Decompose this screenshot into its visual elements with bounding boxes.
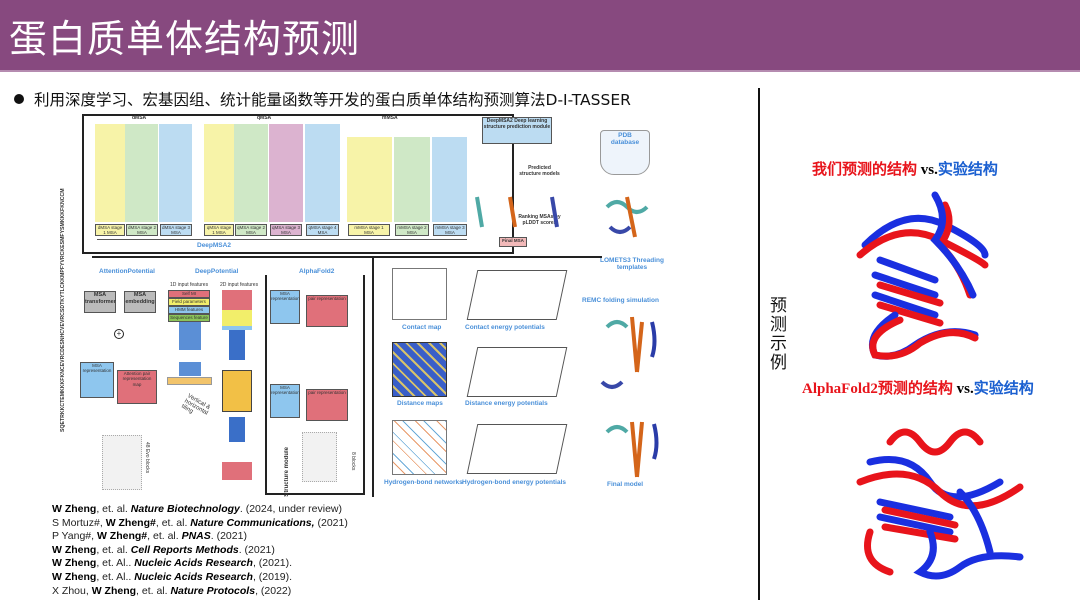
pdb-label: PDB database — [610, 132, 640, 146]
deepmsa2-label: DeepMSA2 — [197, 242, 231, 249]
hbond-energy-label: Hydrogen-bond energy potentials — [462, 479, 567, 486]
bullet-dot-icon — [14, 94, 24, 104]
lomets3-label: LOMETS3 Threading templates — [600, 257, 664, 271]
msa-transformer-box: MSA transformer — [84, 291, 116, 313]
attention-potential-title: AttentionPotential — [99, 268, 155, 275]
af2-pair-representation-2: pair representation — [306, 389, 348, 421]
distance-maps-label: Distance maps — [397, 400, 443, 407]
references-list: W Zheng, et. al. Nature Biotechnology. (… — [52, 503, 348, 598]
stage-box: qMSA stage 1 MSA — [204, 224, 234, 236]
alphafold2-title: AlphaFold2 — [299, 268, 335, 275]
hbond-networks-label: Hydrogen-bond networks — [384, 479, 463, 486]
deepmsa2-frame — [82, 114, 514, 254]
final-msa-box: Final MSA — [499, 237, 527, 247]
af2-msa-representation-2: MSA representation — [270, 384, 300, 418]
alphafold2-vs-experimental-caption: AlphaFold2预测的结构 vs.实验结构 — [802, 381, 1034, 397]
af2-pair-representation: pair representation — [306, 295, 348, 327]
reference-item: W Zheng, et. Al.. Nucleic Acids Research… — [52, 570, 293, 583]
feature-field: Field parameters — [168, 298, 210, 306]
evoformer-blocks — [102, 435, 142, 490]
dmsa-label: dMSA — [132, 115, 147, 121]
evo-blocks-label: 48 Evo blocks — [144, 442, 150, 474]
our-prediction-structure-image — [856, 191, 989, 360]
final-model-label: Final model — [607, 481, 644, 488]
ranking-text: Ranking MSAs by pLDDT scores — [518, 214, 561, 226]
dl-module-box: DeepMSA2 Deep learning structure predict… — [482, 117, 552, 144]
blocks8-label: 8 blocks — [350, 452, 356, 471]
slide-header: 蛋白质单体结构预测 — [0, 0, 1080, 72]
af2-msa-representation: MSA representation — [270, 290, 300, 324]
pdb-database-icon — [600, 130, 650, 175]
qmsa-label: qMSA — [257, 115, 272, 121]
feature-hmm: HMM features — [168, 306, 210, 314]
distance-energy-label: Distance energy potentials — [465, 400, 548, 407]
stage-box: mMSA stage 2 MSA — [395, 224, 429, 236]
reference-item: P Yang#, W Zheng#, et. al. PNAS. (2021) — [52, 530, 247, 543]
stage-box: qMSA stage 3 MSA — [270, 224, 302, 236]
reference-item: W Zheng, et. al. Cell Reports Methods. (… — [52, 543, 275, 556]
bullet-text: 利用深度学习、宏基因组、统计能量函数等开发的蛋白质单体结构预测算法D-I-TAS… — [34, 91, 631, 109]
contact-map-label: Contact map — [402, 324, 442, 331]
deep-potential-title: DeepPotential — [195, 268, 239, 275]
stage-box: mMSA stage 1 MSA — [348, 224, 390, 236]
hbond-map-image — [392, 420, 447, 475]
msa-embedding-box: MSA embedding — [124, 291, 156, 313]
our-vs-experimental-caption: 我们预测的结构 vs.实验结构 — [812, 162, 998, 178]
stage-box: qMSA stage 4 MSA — [306, 224, 339, 236]
slide-title: 蛋白质单体结构预测 — [9, 17, 361, 61]
predicted-models-text: Predicted structure models — [519, 165, 560, 177]
msa-representation-box: MSA representation — [80, 362, 114, 398]
vertical-divider — [758, 88, 760, 600]
bullet-point: 利用深度学习、宏基因组、统计能量函数等开发的蛋白质单体结构预测算法D-I-TAS… — [14, 88, 631, 110]
mmsa-label: mMSA — [382, 115, 398, 121]
stage-box: mMSA stage 3 MSA — [433, 224, 467, 236]
input-2d-label: 2D input features — [220, 282, 259, 288]
contact-energy-label: Contact energy potentials — [465, 324, 545, 331]
stage-box: dMSA stage 1 MSA — [95, 224, 125, 236]
stage-box: dMSA stage 2 MSA — [126, 224, 158, 236]
contact-map-image — [392, 268, 447, 320]
examples-label: 预测示例 — [766, 296, 786, 372]
reference-item: W Zheng, et. Al.. Nucleic Acids Research… — [52, 557, 293, 570]
remc-label: REMC folding simulation — [582, 297, 659, 304]
attention-pair-box: Attention pair representation map — [117, 370, 157, 404]
reference-item: W Zheng, et. al. Nature Biotechnology. (… — [52, 503, 342, 515]
reference-item: X Zhou, W Zheng, et. al. Nature Protocol… — [52, 584, 292, 597]
protein-cartoon-icons — [475, 196, 659, 478]
alphafold2-structure-image — [856, 428, 1024, 580]
feature-sequence: Sequences feature — [168, 314, 210, 322]
d-i-tasser-pipeline-diagram: SQETRKKCTEMKKKFKNCEVRCDESNHCVEVRCSDTKYTL… — [60, 112, 680, 502]
distance-map-image — [392, 342, 447, 397]
stage-box: dMSA stage 3 MSA — [160, 224, 192, 236]
sum-icon: + — [114, 329, 124, 339]
input-1d-label: 1D input features — [170, 282, 209, 288]
stage-box: qMSA stage 2 MSA — [235, 224, 267, 236]
feature-self-mi: Self MI — [168, 290, 210, 298]
reference-item: S Mortuz#, W Zheng#, et. al. Nature Comm… — [52, 516, 348, 529]
